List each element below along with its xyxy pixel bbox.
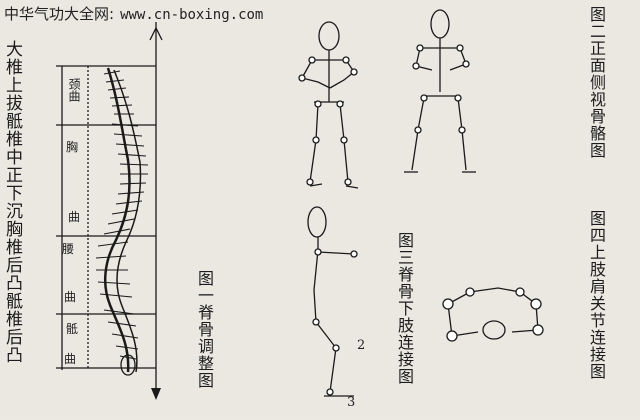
site-url: www.cn-boxing.com (120, 7, 264, 23)
region-label-sacral: 骶 (66, 322, 79, 336)
region-label-lumbar-curve: 曲 (64, 290, 77, 304)
front-wide-stance-figure (404, 9, 476, 173)
side-skeleton-figure (307, 206, 358, 397)
left-description-caption: 大椎上拔骶椎中正下沉胸椎后凸骶椎后凸 (2, 40, 22, 364)
region-label-cervical: 颈曲 (67, 78, 81, 102)
figure4-caption: 图四上肢肩关节连接图 (587, 210, 606, 380)
spine-column (95, 67, 149, 376)
region-label-lumbar: 腰 (62, 242, 75, 256)
figure3-caption: 图三脊骨下肢连接图 (395, 232, 414, 385)
knee-number-label: 2 (357, 338, 366, 353)
spine-measure-frame (56, 22, 163, 400)
site-name: 中华气功大全网: (4, 5, 115, 23)
region-label-thoracic-curve: 曲 (68, 210, 81, 224)
figure1-caption: 图一脊骨调整图 (195, 270, 214, 389)
ankle-number-label: 3 (347, 395, 356, 410)
figure2-caption: 图二正面侧视骨骼图 (587, 6, 606, 159)
shoulder-joint-figure (442, 287, 544, 342)
region-label-sacral-curve: 曲 (64, 352, 77, 366)
front-skeleton-figure (298, 21, 359, 189)
region-label-thoracic: 胸 (66, 140, 79, 154)
site-header: 中华气功大全网: www.cn-boxing.com (4, 3, 263, 24)
